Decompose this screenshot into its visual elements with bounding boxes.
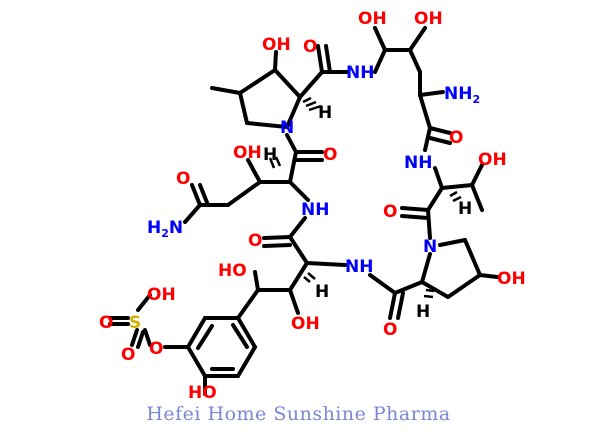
stereo-hydrogen-label: H xyxy=(263,145,277,165)
amide-nh-label: NH xyxy=(346,63,374,83)
hydroxyl-label: OH xyxy=(262,35,291,55)
carbonyl-oxygen-label: O xyxy=(303,37,317,57)
hydroxyl-label: OH xyxy=(291,314,320,334)
carbonyl-oxygen-label: O xyxy=(323,145,337,165)
amine-label: NH2 xyxy=(444,84,480,106)
stereo-hash-bonds xyxy=(268,96,462,299)
carbonyl-oxygen-label: O xyxy=(383,320,397,340)
sulfate-oxygen-label: O xyxy=(99,313,113,333)
carbonyl-oxygen-label: O xyxy=(248,231,262,251)
watermark-text: Hefei Home Sunshine Pharma xyxy=(146,403,451,425)
carbonyl-oxygen-label: O xyxy=(383,202,397,222)
sulfur-label: S xyxy=(129,313,141,333)
hydroxyl-label: OH xyxy=(478,150,507,170)
ring-nitrogen-label: N xyxy=(423,237,437,257)
hydroxyl-label: OH xyxy=(497,269,526,289)
hydroxyl-label: HO xyxy=(218,261,247,281)
hydroxyl-label: OH xyxy=(358,9,387,29)
sulfate-oxygen-label: O xyxy=(121,345,135,365)
ring-nitrogen-label: N xyxy=(280,118,294,138)
amide-nh-label: NH xyxy=(404,153,432,173)
amide-nh-label: NH xyxy=(301,200,329,220)
carbonyl-oxygen-label: O xyxy=(449,128,463,148)
sulfate-hydroxyl-label: OH xyxy=(147,285,176,305)
amide-nh-label: NH xyxy=(345,257,373,277)
stereo-hydrogen-label: H xyxy=(458,199,472,219)
atom-labels: OH O NH OH OH NH2 H N O NH OH H OH H O O… xyxy=(99,9,526,403)
phenol-hydroxyl-label: HO xyxy=(188,383,217,403)
hydroxyl-label: OH xyxy=(233,143,262,163)
bonds xyxy=(108,26,499,396)
carbonyl-oxygen-label: O xyxy=(176,169,190,189)
ester-oxygen-label: O xyxy=(149,339,163,359)
amide-nh2-label: H2N xyxy=(147,218,183,240)
stereo-hydrogen-label: H xyxy=(318,103,332,123)
stereo-hydrogen-label: H xyxy=(416,302,430,322)
hydroxyl-label: OH xyxy=(414,9,443,29)
stereo-hydrogen-label: H xyxy=(315,282,329,302)
